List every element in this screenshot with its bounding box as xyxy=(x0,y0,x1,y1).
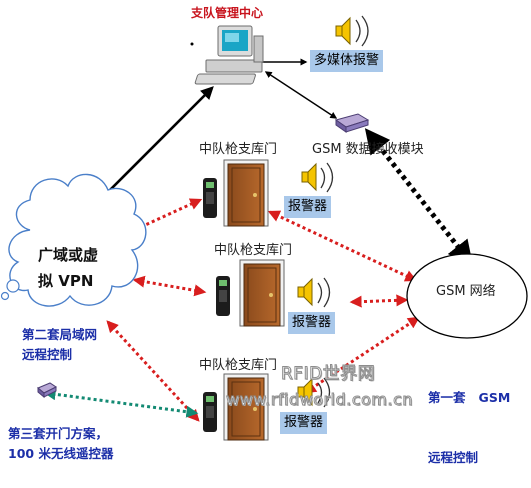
first-scheme-line-2: 远程控制 xyxy=(428,450,479,465)
second-scheme-line-1: 第二套局域网 xyxy=(22,327,98,342)
link-hq-gsm-module xyxy=(264,71,338,119)
wan-cloud-line-2: 拟 VPN xyxy=(38,272,94,290)
door-station-3 xyxy=(203,373,269,441)
link-door-3-gsm xyxy=(303,316,421,394)
speaker-icon xyxy=(335,15,369,47)
modem-icon xyxy=(334,113,370,133)
gsm-network-ellipse xyxy=(406,253,528,339)
door-icon xyxy=(223,373,269,441)
card-reader-icon xyxy=(216,276,230,316)
second-scheme-line-2: 远程控制 xyxy=(22,347,73,362)
headquarters-title: 支队管理中心 xyxy=(191,6,264,20)
diagram-canvas xyxy=(0,15,528,441)
door-2-label: 中队枪支库门 xyxy=(214,243,293,258)
first-scheme-label: 第一套 GSM 远程控制 xyxy=(428,348,510,488)
remote-control-icon xyxy=(37,382,57,399)
door-icon xyxy=(223,159,269,227)
door-station-2 xyxy=(216,259,285,327)
wan-cloud-label: 广域或虚 拟 VPN xyxy=(38,242,98,294)
door-3-alarm-label: 报警器 xyxy=(280,412,328,434)
wan-cloud-line-1: 广域或虚 xyxy=(38,246,99,264)
cloud-icon xyxy=(0,173,147,307)
link-wan-door-3 xyxy=(106,320,200,422)
second-scheme-label: 第二套局域网 远程控制 xyxy=(22,325,97,365)
third-scheme-label: 第三套开门方案， 100 米无线遥控器 xyxy=(8,424,113,464)
first-scheme-line-1: 第一套 GSM xyxy=(428,390,511,405)
link-door-1-gsm xyxy=(267,210,418,282)
gsm-module-label: GSM 数据接收模块 xyxy=(312,142,424,157)
computer-icon xyxy=(190,25,264,85)
link-wan-door-2 xyxy=(132,275,207,297)
door-station-1 xyxy=(203,159,269,227)
security-network-diagram: 支队管理中心 多媒体报警 GSM 数据接收模块 中队枪支库门 报警器 中队枪支库… xyxy=(0,6,528,465)
speaker-icon xyxy=(301,162,334,193)
card-reader-icon xyxy=(203,392,217,432)
link-hq-wan xyxy=(93,86,214,207)
watermark-url: www.rfidworld.com.cn xyxy=(225,390,414,409)
speaker-icon xyxy=(297,377,331,408)
multimedia-alarm-label: 多媒体报警 xyxy=(310,50,384,72)
card-reader-icon xyxy=(203,178,217,218)
link-remote-door-3 xyxy=(43,388,199,418)
gsm-network-label: GSM 网络 xyxy=(436,284,496,299)
door-1-label: 中队枪支库门 xyxy=(199,142,278,157)
speaker-icon xyxy=(297,277,331,308)
door-icon xyxy=(239,259,285,327)
third-scheme-line-2: 100 米无线遥控器 xyxy=(8,446,114,461)
door-3-label: 中队枪支库门 xyxy=(199,358,278,373)
third-scheme-line-1: 第三套开门方案， xyxy=(8,426,109,441)
door-1-alarm-label: 报警器 xyxy=(284,196,332,218)
door-2-alarm-label: 报警器 xyxy=(288,312,336,334)
watermark-title: RFID世界网 xyxy=(280,364,376,384)
link-gsm-module-network xyxy=(364,128,474,266)
link-door-2-gsm xyxy=(349,294,409,308)
